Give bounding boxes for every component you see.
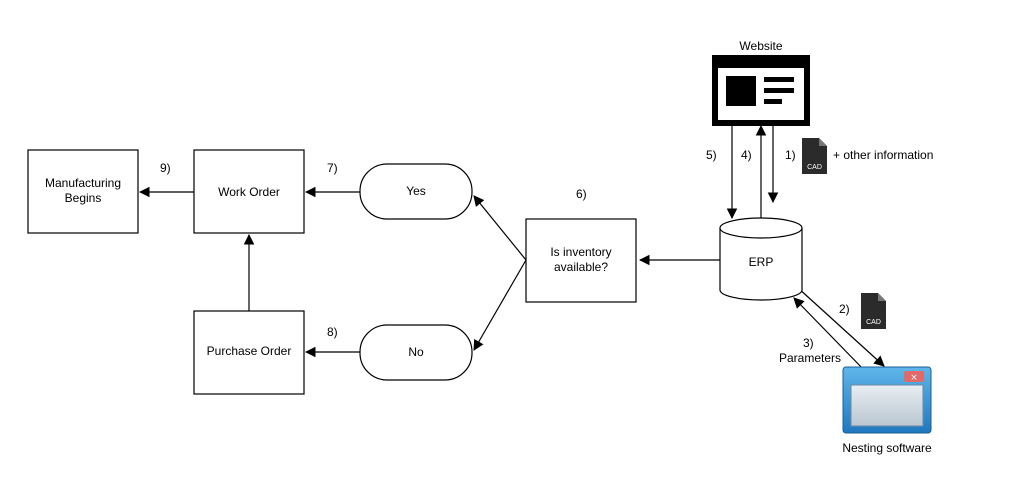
step-9-label: 9) (160, 161, 171, 175)
manufacturing-label-line1: Manufacturing (45, 176, 121, 190)
step-2-label: 2) (839, 302, 850, 316)
cad-file-icon: CAD (802, 138, 827, 174)
cad-file-text: CAD (807, 164, 822, 171)
window-close-glyph: × (910, 373, 918, 383)
step-3-label: 3) (803, 336, 814, 350)
work-order-node: Work Order (193, 149, 305, 234)
step-1-label: 1) (785, 148, 796, 162)
step-6-label: 6) (576, 187, 587, 201)
manufacturing-label-line2: Begins (65, 191, 102, 205)
erp-label: ERP (749, 255, 774, 269)
website-label: Website (739, 39, 782, 53)
step-1-extra-label: + other information (833, 148, 933, 162)
inventory-label-line2: available? (554, 260, 608, 274)
erp-database-node: ERP (719, 217, 803, 301)
step-8-label: 8) (327, 325, 338, 339)
connectors (138, 124, 885, 373)
yes-node: Yes (359, 163, 473, 220)
arrow-3-nesting-to-erp (793, 297, 867, 373)
step-7-label: 7) (327, 161, 338, 175)
inventory-decision-node: Is inventory available? (525, 218, 637, 303)
step-3-parameters-label: Parameters (779, 351, 841, 365)
arrow-decision-to-no (473, 259, 527, 351)
cad-file-text: CAD (866, 319, 881, 326)
inventory-label-line1: Is inventory (550, 245, 611, 259)
nesting-software-window-icon: × Nesting software (842, 366, 932, 455)
no-node: No (359, 324, 473, 381)
step-5-label: 5) (706, 148, 717, 162)
yes-label: Yes (406, 184, 426, 198)
purchase-order-label: Purchase Order (207, 344, 292, 358)
no-label: No (408, 345, 424, 359)
cad-file-icon: CAD (861, 293, 886, 329)
arrow-decision-to-yes (473, 195, 527, 261)
manufacturing-begins-node: Manufacturing Begins (27, 149, 139, 234)
window-close-icon (904, 371, 924, 382)
website-icon: Website (712, 39, 810, 126)
step-4-label: 4) (741, 148, 752, 162)
nesting-software-label: Nesting software (842, 441, 932, 455)
purchase-order-node: Purchase Order (193, 310, 305, 395)
work-order-label: Work Order (218, 185, 280, 199)
arrow-2-erp-to-nesting (796, 286, 885, 367)
